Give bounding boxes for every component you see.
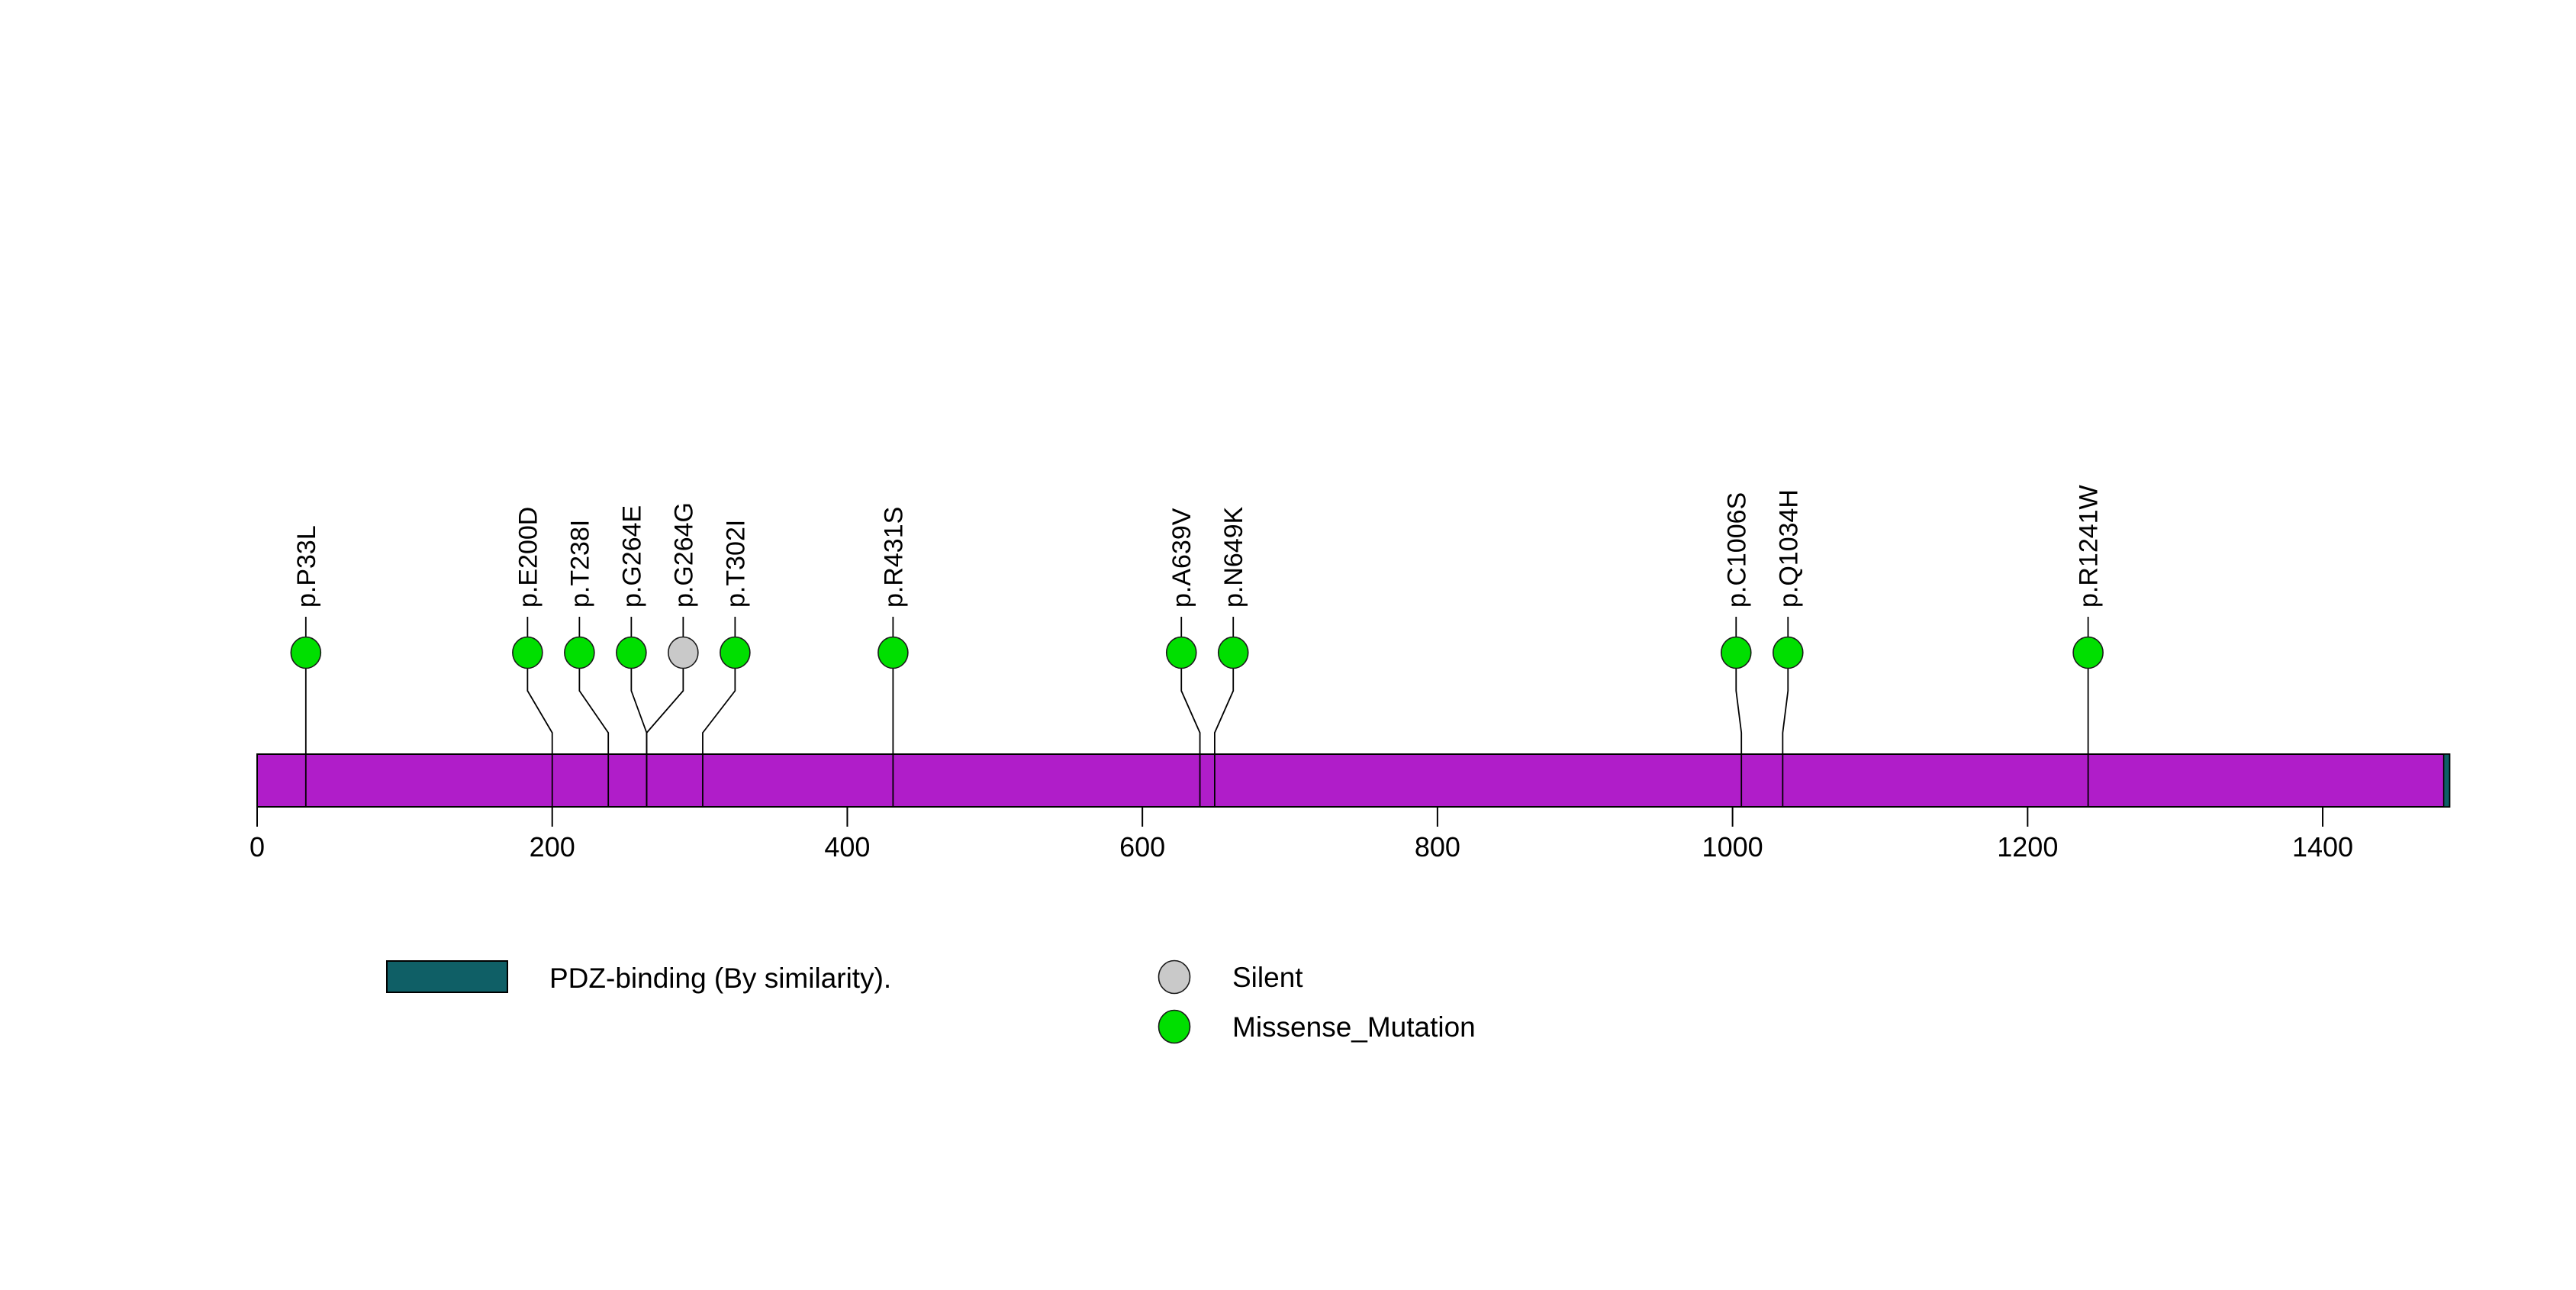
mutation-label: p.T238I bbox=[565, 520, 594, 608]
legend-silent-label: Silent bbox=[1232, 962, 1303, 993]
mutation-circle bbox=[1720, 636, 1752, 669]
legend-missense-circle bbox=[1158, 1009, 1191, 1044]
axis-tick-label: 400 bbox=[824, 831, 870, 863]
axis-tick-label: 0 bbox=[250, 831, 265, 863]
axis-tick-label: 1000 bbox=[1702, 831, 1763, 863]
mutation-circle bbox=[564, 636, 595, 669]
mutation-label: p.Q1034H bbox=[1774, 489, 1803, 608]
mutation-label: p.T302I bbox=[721, 520, 750, 608]
axis-tick-label: 200 bbox=[530, 831, 575, 863]
mutation-label: p.R431S bbox=[879, 507, 908, 608]
axis-tick-label: 1400 bbox=[2292, 831, 2353, 863]
mutation-circle bbox=[1772, 636, 1804, 669]
axis-tick-label: 600 bbox=[1119, 831, 1165, 863]
legend-domain-label: PDZ-binding (By similarity). bbox=[549, 963, 891, 994]
mutation-circle bbox=[668, 636, 699, 669]
mutation-label: p.A639V bbox=[1167, 508, 1196, 608]
mutation-label: p.E200D bbox=[514, 507, 543, 608]
mutation-label: p.N649K bbox=[1219, 506, 1248, 608]
axis-tick-label: 800 bbox=[1415, 831, 1460, 863]
mutation-label: p.P33L bbox=[292, 525, 321, 608]
chart-layer: 0 200 400 600 800 1000 1200 1400 p.P33L p.E200D p.… bbox=[250, 485, 2451, 863]
domain-0 bbox=[2442, 753, 2451, 808]
mutation-label: p.G264E bbox=[617, 505, 646, 608]
mutation-circle bbox=[720, 636, 751, 669]
mutation-circle bbox=[616, 636, 647, 669]
mutation-label: p.G264G bbox=[669, 502, 698, 608]
legend: PDZ-binding (By similarity). Silent Miss… bbox=[386, 959, 1476, 1044]
mutation-circle bbox=[2072, 636, 2104, 669]
mutation-label: p.R1241W bbox=[2075, 485, 2104, 608]
legend-missense-label: Missense_Mutation bbox=[1232, 1011, 1476, 1043]
mutation-label: p.C1006S bbox=[1722, 492, 1751, 608]
mutation-circle bbox=[512, 636, 543, 669]
mutation-circle bbox=[290, 636, 322, 669]
mutation-circle bbox=[1217, 636, 1249, 669]
mutation-circle bbox=[877, 636, 909, 669]
protein-backbone bbox=[256, 753, 2451, 808]
legend-silent-circle bbox=[1158, 959, 1191, 995]
legend-domain-swatch bbox=[386, 960, 508, 993]
mutation-circle bbox=[1165, 636, 1197, 669]
axis-tick-label: 1200 bbox=[1997, 831, 2058, 863]
